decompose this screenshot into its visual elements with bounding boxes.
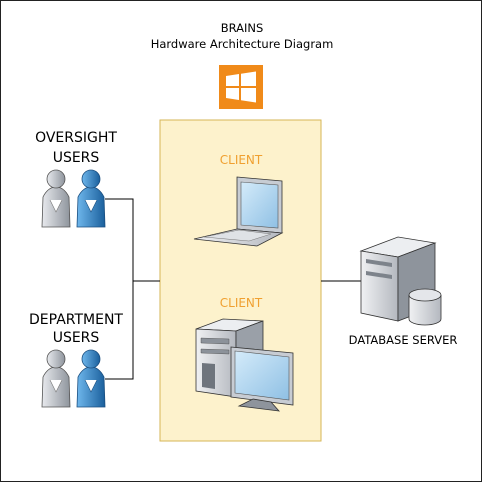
department-users-label: DEPARTMENT <box>29 312 123 328</box>
desktop-computer-icon <box>195 318 294 412</box>
diagram-title: BRAINS <box>220 21 264 35</box>
user-icon <box>41 349 71 408</box>
oversight-users-label-line2: USERS <box>52 150 100 166</box>
department-users-icon <box>41 349 106 408</box>
user-icon <box>41 169 71 228</box>
oversight-users-label: OVERSIGHT <box>35 130 117 146</box>
oversight-users-icon <box>41 169 106 228</box>
laptop-client-label: CLIENT <box>219 153 263 167</box>
laptop-icon <box>193 176 284 247</box>
department-users-label-line2: USERS <box>52 330 100 346</box>
user-icon <box>76 169 106 228</box>
diagram-subtitle: Hardware Architecture Diagram <box>150 37 334 51</box>
user-icon <box>76 349 106 408</box>
database-server-label: DATABASE SERVER <box>348 333 458 347</box>
desktop-client-label: CLIENT <box>219 296 263 310</box>
database-server-icon <box>359 236 442 326</box>
windows-logo-icon <box>219 65 263 109</box>
connector-lines <box>105 198 361 380</box>
users-bracket-line <box>105 198 134 380</box>
